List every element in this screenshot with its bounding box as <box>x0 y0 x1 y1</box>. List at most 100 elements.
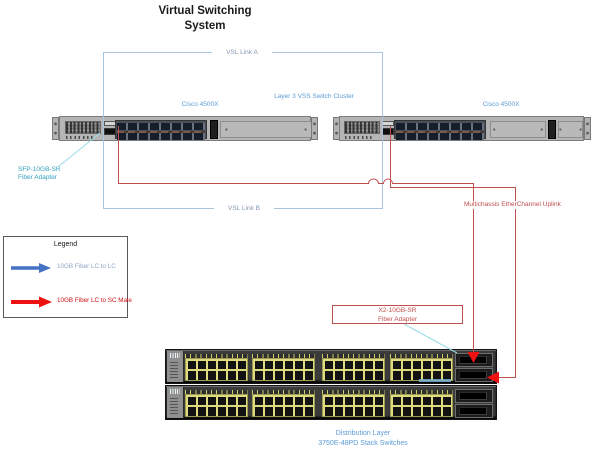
legend-item: 10GB Fiber LC to SC Male <box>9 295 132 308</box>
cisco-logo <box>170 389 180 394</box>
blank-module-plate <box>558 121 583 138</box>
uplink-line-b <box>390 126 516 378</box>
vent-grille <box>344 121 380 134</box>
port-row <box>324 396 384 405</box>
vent-grille <box>65 121 101 134</box>
distribution-label-line1: Distribution Layer <box>335 430 391 437</box>
vsl-link-b-label: VSL Link B <box>214 204 274 213</box>
led-row <box>345 135 373 139</box>
port-row <box>324 360 384 369</box>
x2-adapter-callout-line <box>403 323 458 354</box>
stack-switch-1 <box>165 349 497 384</box>
legend-item-label: 10GB Fiber LC to SC Male <box>57 297 132 304</box>
rj45-ports <box>322 358 385 381</box>
port-numbers <box>252 354 315 358</box>
page-title-line2: System <box>184 20 226 32</box>
port-row <box>254 360 314 369</box>
switch-right-label: Cisco 4500X <box>482 101 520 108</box>
vss-cluster-label: Layer 3 VSS Switch Cluster <box>274 93 354 100</box>
port-row <box>187 371 247 380</box>
x2-adapter-label-line2: Fiber Adapter <box>377 315 418 323</box>
rj45-ports <box>252 358 315 381</box>
port-row <box>187 360 247 369</box>
led-row <box>66 135 94 139</box>
port-group <box>185 354 248 381</box>
legend-item-label: 10GB Fiber LC to LC <box>57 263 116 270</box>
port-numbers <box>185 354 248 358</box>
vsl-link-rectangle <box>103 52 383 209</box>
port-row <box>392 396 452 405</box>
x2-uplink-slot-2 <box>455 404 493 418</box>
sfp-port-row <box>396 132 484 140</box>
x2-adapter-callout-box: X2-10GB-SR Fiber Adapter <box>332 305 463 324</box>
port-numbers <box>185 390 248 394</box>
stack-switch-2 <box>165 385 497 420</box>
port-row <box>254 396 314 405</box>
rj45-ports <box>185 394 248 417</box>
x2-transceiver <box>459 371 487 379</box>
rj45-ports <box>185 358 248 381</box>
x2-transceiver <box>459 391 487 400</box>
mec-uplink-label: Multichassis EtherChannel Uplink <box>462 200 563 209</box>
x2-uplink-slot-1 <box>455 388 493 403</box>
sfp-port-bank <box>115 120 207 140</box>
sfp-port-row <box>117 132 205 140</box>
port-row <box>392 371 452 380</box>
page-title-line1: Virtual Switching <box>158 5 252 17</box>
arrowhead-down-icon <box>467 352 480 363</box>
port-group <box>185 390 248 417</box>
port-row <box>254 371 314 380</box>
rack-ear <box>52 117 59 140</box>
sfp-adapter-label-line2: Fiber Adapter <box>18 174 58 181</box>
legend-item: 10GB Fiber LC to LC <box>9 261 127 273</box>
sfp-port-row <box>117 122 205 130</box>
port-row <box>324 407 384 416</box>
slot-divider <box>548 120 556 139</box>
port-group <box>252 354 315 381</box>
legend-title: Legend <box>53 241 78 248</box>
sfp-port-bank <box>394 120 486 140</box>
port-label-strip <box>396 130 484 133</box>
sfp-adapter-label-line1: SFP-10GB-SR <box>18 166 61 173</box>
port-row <box>254 407 314 416</box>
port-numbers <box>390 354 453 358</box>
rj45-ports <box>390 394 453 417</box>
vsl-link-a-label: VSL Link A <box>212 48 272 57</box>
port-group <box>322 390 385 417</box>
sfp-adapter-label: SFP-10GB-SR Fiber Adapter <box>18 166 78 182</box>
port-label-strip <box>117 130 205 133</box>
switch-4500x-left <box>52 116 318 141</box>
stack-status-panel <box>167 387 184 418</box>
rj45-ports <box>322 394 385 417</box>
rj45-ports <box>252 394 315 417</box>
port-group <box>322 354 385 381</box>
switch-body <box>59 116 312 141</box>
stack-status-panel <box>167 351 184 382</box>
x2-adapter-label-line1: X2-10GB-SR <box>378 307 417 314</box>
distribution-label-line2: 3750E-48PD Stack Switches <box>318 439 408 447</box>
port-numbers <box>390 390 453 394</box>
port-group <box>390 390 453 417</box>
port-row <box>392 407 452 416</box>
cisco-logo <box>170 353 180 358</box>
blank-module-plate <box>490 121 546 138</box>
rack-ear <box>311 117 318 140</box>
red-arrow-icon <box>11 296 52 308</box>
port-numbers <box>322 354 385 358</box>
slot-divider <box>210 120 218 139</box>
arrowhead-left-icon <box>487 371 499 384</box>
model-label-strip <box>419 379 451 382</box>
x2-transceiver <box>459 407 487 415</box>
port-row <box>187 407 247 416</box>
port-numbers <box>252 390 315 394</box>
sfp-adapter-callout-line <box>57 132 101 168</box>
distribution-layer-label: Distribution Layer 3750E-48PD Stack Swit… <box>263 429 463 448</box>
switch-body <box>339 116 584 141</box>
sfp-port-row <box>396 122 484 130</box>
port-row <box>187 396 247 405</box>
legend: Legend 10GB Fiber LC to LC 10GB Fiber LC… <box>3 236 132 318</box>
port-row <box>324 371 384 380</box>
rack-ear <box>584 117 591 140</box>
